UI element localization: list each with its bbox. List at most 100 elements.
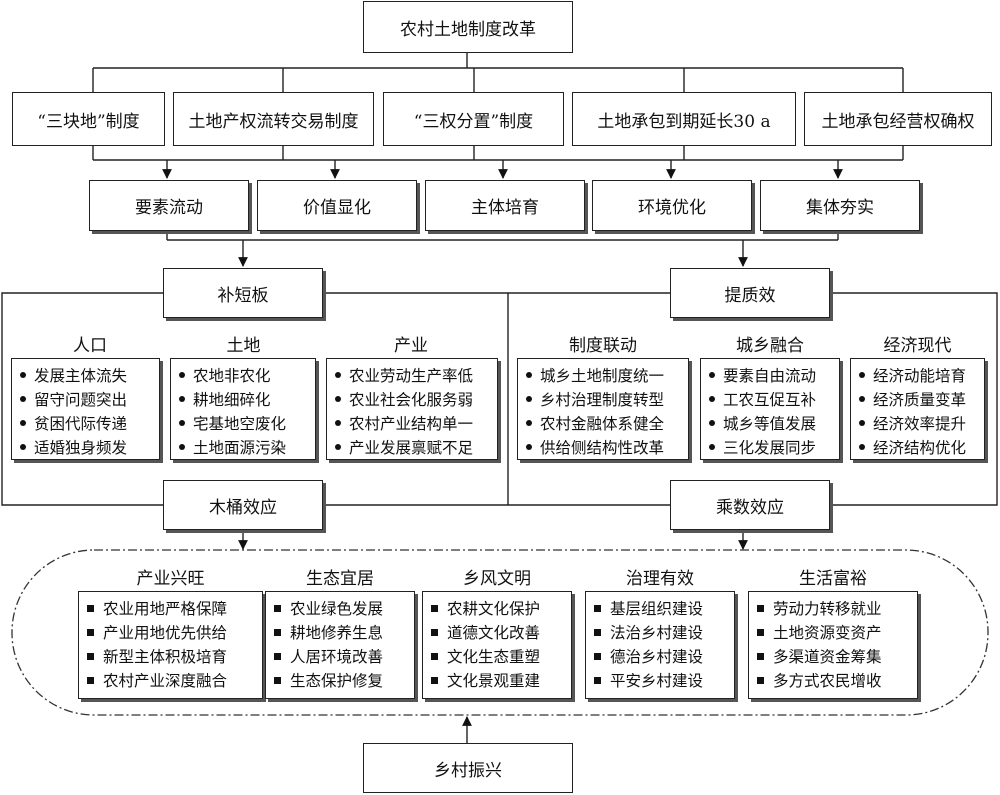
- list-item: 适婚独身频发: [20, 435, 159, 459]
- bullet-square-icon: [431, 628, 438, 636]
- policy-label: 土地承包到期延长30 a: [597, 111, 771, 132]
- left-group-title: 人口: [73, 336, 107, 356]
- bullet-square-icon: [274, 604, 281, 612]
- list-item: 发展主体流失: [20, 363, 159, 387]
- list-item: 新型主体积极培育: [87, 644, 262, 668]
- bullet-dot-icon: [179, 444, 185, 450]
- list-item: 城乡等值发展: [709, 411, 839, 435]
- left-list-2: 农地非农化 耕地细碎化 宅基地空废化 土地面源污染: [170, 358, 316, 460]
- policy-label: 土地承包经营权确权: [821, 111, 975, 132]
- bullet-dot-icon: [526, 420, 532, 426]
- right-group-title: 经济现代: [883, 336, 952, 356]
- effect-label: 要素流动: [135, 198, 203, 218]
- list-item: 农村产业结构单一: [335, 411, 497, 435]
- bullet-dot-icon: [20, 372, 26, 378]
- top-title-box: 农村土地制度改革: [363, 1, 573, 53]
- left-list-1: 发展主体流失 留守问题突出 贫困代际传递 适婚独身频发: [11, 358, 160, 460]
- revitalization-title: 乡风文明: [463, 569, 531, 589]
- bullet-square-icon: [274, 676, 281, 684]
- policy-box-1: “三块地”制度: [12, 92, 165, 146]
- bullet-square-icon: [431, 604, 438, 612]
- list-item: 农业用地严格保障: [87, 596, 262, 620]
- list-item: 农村产业深度融合: [87, 668, 262, 692]
- effect-box-3: 主体培育: [425, 180, 585, 231]
- bullet-square-icon: [87, 676, 94, 684]
- left-section-title-box: 补短板: [163, 268, 323, 318]
- revitalization-list-1: 农业用地严格保障 产业用地优先供给 新型主体积极培育 农村产业深度融合: [78, 591, 263, 699]
- bullet-square-icon: [431, 676, 438, 684]
- revitalization-list-2: 农业绿色发展 耕地修养生息 人居环境改善 生态保护修复: [265, 591, 415, 699]
- list-item: 经济效率提升: [859, 411, 984, 435]
- effect-box-1: 要素流动: [89, 180, 249, 231]
- bullet-dot-icon: [335, 420, 341, 426]
- policy-box-3: “三权分置”制度: [383, 92, 564, 146]
- revitalization-list-3: 农耕文化保护 道德文化改善 文化生态重塑 文化景观重建: [422, 591, 572, 699]
- list-item: 经济结构优化: [859, 435, 984, 459]
- bullet-dot-icon: [859, 372, 865, 378]
- list-item: 供给侧结构性改革: [526, 435, 688, 459]
- bullet-square-icon: [87, 604, 94, 612]
- list-item: 乡村治理制度转型: [526, 387, 688, 411]
- list-item: 人居环境改善: [274, 644, 414, 668]
- bullet-square-icon: [594, 676, 601, 684]
- left-section-title: 补短板: [217, 285, 269, 306]
- effect-box-5: 集体夯实: [760, 180, 920, 231]
- bullet-square-icon: [87, 628, 94, 636]
- list-item: 德治乡村建设: [594, 644, 734, 668]
- right-group-title: 制度联动: [569, 336, 637, 356]
- bullet-dot-icon: [709, 444, 715, 450]
- bullet-dot-icon: [526, 372, 532, 378]
- list-item: 文化景观重建: [431, 668, 571, 692]
- list-item: 耕地细碎化: [179, 387, 315, 411]
- bullet-square-icon: [274, 628, 281, 636]
- bullet-dot-icon: [526, 396, 532, 402]
- bullet-dot-icon: [179, 396, 185, 402]
- list-item: 平安乡村建设: [594, 668, 734, 692]
- left-group-title: 土地: [226, 336, 261, 356]
- revitalization-title: 生活富裕: [799, 569, 867, 589]
- list-item: 农地非农化: [179, 363, 315, 387]
- list-item: 道德文化改善: [431, 620, 571, 644]
- list-item: 农村金融体系健全: [526, 411, 688, 435]
- list-item: 贫困代际传递: [20, 411, 159, 435]
- bullet-square-icon: [431, 652, 438, 660]
- revitalization-title: 生态宜居: [306, 569, 374, 589]
- bullet-dot-icon: [179, 420, 185, 426]
- bullet-dot-icon: [335, 396, 341, 402]
- revitalization-list-5: 劳动力转移就业 土地资源变资产 多渠道资金筹集 多方式农民增收: [748, 591, 918, 699]
- effect-box-4: 环境优化: [592, 180, 752, 231]
- list-item: 劳动力转移就业: [757, 596, 917, 620]
- list-item: 宅基地空废化: [179, 411, 315, 435]
- policy-box-5: 土地承包经营权确权: [804, 92, 992, 146]
- right-group-title: 城乡融合: [736, 336, 804, 356]
- bullet-square-icon: [757, 676, 764, 684]
- left-group-title: 产业: [394, 336, 428, 356]
- list-item: 基层组织建设: [594, 596, 734, 620]
- right-list-3: 经济动能培育 经济质量变革 经济效率提升 经济结构优化: [850, 358, 985, 460]
- bullet-square-icon: [87, 652, 94, 660]
- bullet-dot-icon: [20, 444, 26, 450]
- list-item: 耕地修养生息: [274, 620, 414, 644]
- effect-label: 集体夯实: [806, 198, 874, 218]
- bullet-dot-icon: [20, 396, 26, 402]
- right-section-title: 提质效: [724, 285, 776, 306]
- list-item: 产业发展禀赋不足: [335, 435, 497, 459]
- bullet-square-icon: [594, 652, 601, 660]
- list-item: 多渠道资金筹集: [757, 644, 917, 668]
- revitalization-title: 产业兴旺: [136, 569, 205, 589]
- policy-box-2: 土地产权流转交易制度: [173, 92, 374, 146]
- policy-label: 土地产权流转交易制度: [188, 111, 359, 132]
- multiplier-effect-label: 乘数效应: [716, 497, 784, 518]
- bullet-square-icon: [274, 652, 281, 660]
- bullet-dot-icon: [526, 444, 532, 450]
- bullet-square-icon: [594, 628, 601, 636]
- bullet-dot-icon: [709, 372, 715, 378]
- bullet-square-icon: [594, 604, 601, 612]
- right-section-title-box: 提质效: [670, 268, 830, 318]
- policy-label: “三权分置”制度: [413, 111, 534, 132]
- list-item: 文化生态重塑: [431, 644, 571, 668]
- list-item: 法治乡村建设: [594, 620, 734, 644]
- bullet-square-icon: [757, 604, 764, 612]
- list-item: 经济动能培育: [859, 363, 984, 387]
